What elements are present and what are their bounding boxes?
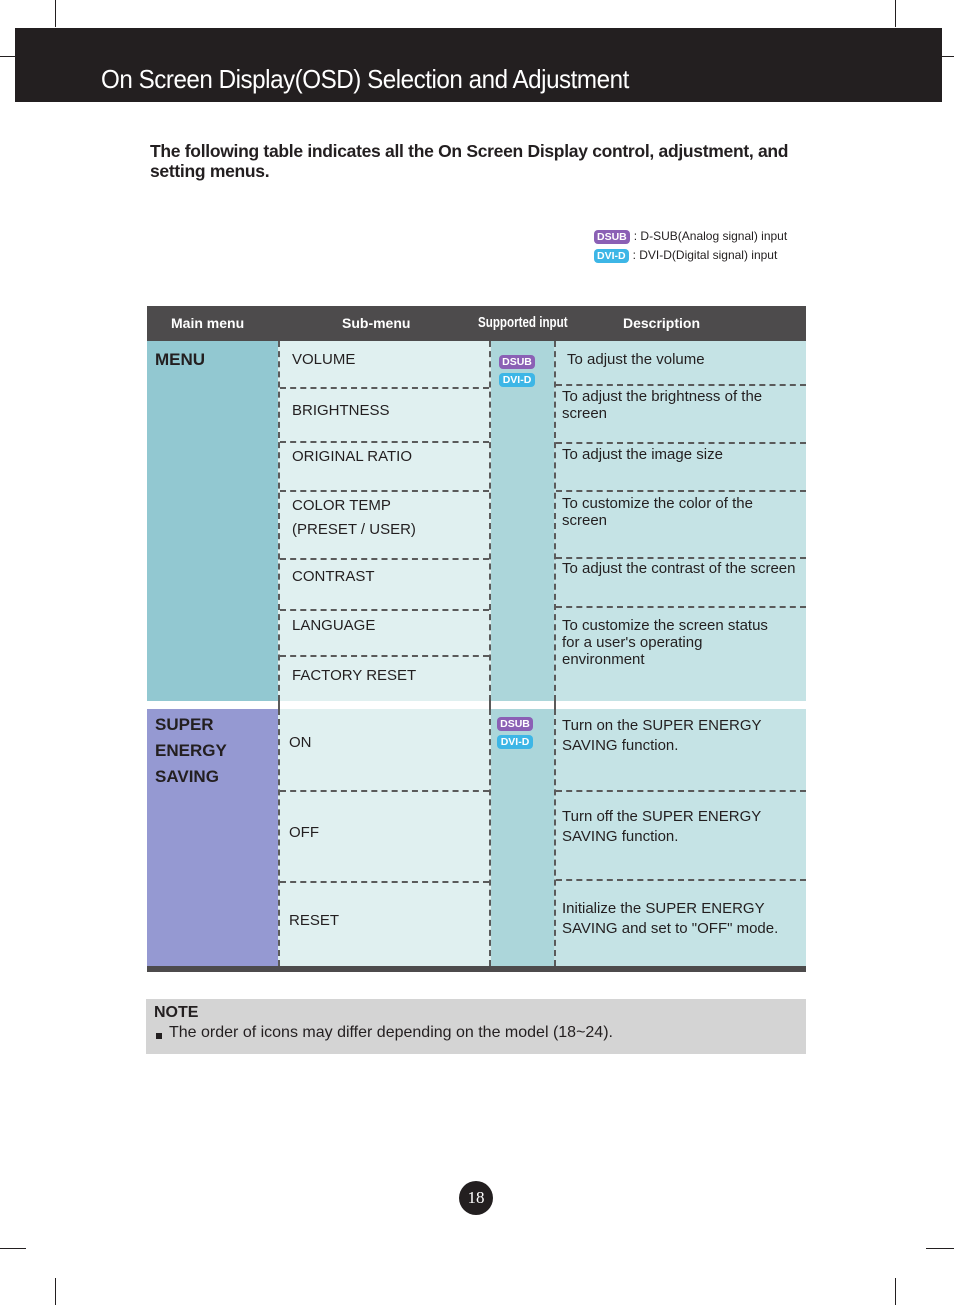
sub-menu-column: VOLUME BRIGHTNESS ORIGINAL RATIO COLOR T…: [278, 341, 491, 701]
table-row: ORIGINAL RATIO: [280, 441, 489, 490]
table-row: LANGUAGE: [280, 609, 489, 655]
description-text: To adjust the contrast of the screen: [562, 560, 796, 577]
description-text: Turn on the SUPER ENERGY SAVING function…: [562, 717, 762, 754]
sub-menu-label: LANGUAGE: [292, 617, 376, 634]
page-header: On Screen Display(OSD) Selection and Adj…: [15, 28, 942, 102]
main-menu-cell: MENU: [147, 341, 278, 701]
crop-mark: [926, 1248, 954, 1249]
legend-dsub: DSUB : D-SUB(Analog signal) input: [594, 227, 787, 246]
desc-row: Turn off the SUPER ENERGY SAVING functio…: [556, 790, 806, 879]
legend-label: : D-SUB(Analog signal) input: [633, 229, 788, 243]
dvid-badge: DVI-D: [594, 248, 629, 263]
page-title: On Screen Display(OSD) Selection and Adj…: [101, 64, 629, 94]
desc-row: To customize the screen status for a use…: [556, 606, 806, 701]
supported-input-cell: DSUB DVI-D: [491, 341, 554, 701]
sub-menu-label: VOLUME: [292, 351, 356, 368]
table-row: FACTORY RESET: [280, 655, 489, 701]
section-gap: [147, 701, 806, 709]
desc-row: To adjust the contrast of the screen: [556, 557, 806, 606]
main-menu-label-line: ENERGY: [155, 741, 227, 760]
sub-menu-label: ORIGINAL RATIO: [292, 448, 413, 465]
note-box: NOTE The order of icons may differ depen…: [146, 999, 806, 1054]
header-description: Description: [623, 315, 701, 331]
table-row: OFF: [280, 790, 489, 881]
input-legend: DSUB : D-SUB(Analog signal) input DVI-D …: [594, 227, 787, 265]
sub-menu-label: BRIGHTNESS: [292, 402, 390, 419]
legend-label: : DVI-D(Digital signal) input: [632, 248, 778, 262]
sub-menu-label: ON: [289, 734, 312, 751]
sub-menu-label: OFF: [289, 824, 319, 841]
description-text: Turn off the SUPER ENERGY SAVING functio…: [562, 808, 761, 845]
desc-row: To adjust the volume: [556, 341, 806, 384]
description-text: To adjust the image size: [562, 446, 723, 463]
main-menu-label-line: SUPER: [155, 715, 214, 734]
crop-mark: [895, 0, 896, 27]
bullet-icon: [156, 1033, 162, 1039]
sub-menu-label: RESET: [289, 912, 340, 929]
section-menu: MENU VOLUME BRIGHTNESS ORIGINAL RATIO CO…: [147, 341, 806, 701]
page-number: 18: [459, 1181, 493, 1215]
dvid-badge: DVI-D: [499, 373, 535, 387]
note-text: The order of icons may differ depending …: [169, 1024, 613, 1041]
table-row: ON: [280, 709, 489, 790]
input-badges: DSUB DVI-D: [499, 355, 535, 387]
description-text: To customize the color of the screen: [562, 495, 753, 529]
main-menu-cell: SUPER ENERGY SAVING: [147, 709, 278, 966]
header-main-menu: Main menu: [171, 315, 245, 331]
dsub-badge: DSUB: [497, 717, 533, 731]
desc-row: Turn on the SUPER ENERGY SAVING function…: [556, 709, 806, 790]
crop-mark: [895, 1278, 896, 1305]
note-item: The order of icons may differ depending …: [156, 1024, 613, 1042]
section-super-energy-saving: SUPER ENERGY SAVING ON OFF RESET DSUB DV…: [147, 709, 806, 966]
header-sub-menu: Sub-menu: [342, 315, 411, 331]
crop-mark: [0, 1248, 26, 1249]
main-menu-label: MENU: [155, 350, 206, 369]
header-supported-input: Supported input: [478, 315, 568, 331]
main-menu-label: SUPER ENERGY SAVING: [155, 712, 227, 790]
dvid-badge: DVI-D: [497, 735, 533, 749]
dsub-badge: DSUB: [499, 355, 535, 369]
sub-menu-label: COLOR TEMP: [292, 497, 391, 514]
main-menu-label-line: SAVING: [155, 767, 219, 786]
description-text: Initialize the SUPER ENERGY SAVING and s…: [562, 900, 779, 937]
crop-mark: [55, 0, 56, 27]
desc-row: To customize the color of the screen: [556, 490, 806, 557]
osd-table: Main menu Sub-menu Supported input Descr…: [147, 306, 806, 966]
description-column: Turn on the SUPER ENERGY SAVING function…: [554, 709, 806, 966]
description-text: To customize the screen status for a use…: [562, 617, 768, 668]
sub-menu-label: FACTORY RESET: [292, 667, 417, 684]
intro-text: The following table indicates all the On…: [150, 141, 789, 181]
crop-mark: [0, 56, 15, 57]
sub-menu-label: CONTRAST: [292, 568, 375, 585]
crop-mark: [55, 1278, 56, 1305]
table-row: BRIGHTNESS: [280, 387, 489, 441]
description-text: To adjust the brightness of the screen: [562, 388, 763, 422]
dsub-badge: DSUB: [594, 229, 630, 244]
table-row: RESET: [280, 881, 489, 966]
table-header: Main menu Sub-menu Supported input Descr…: [147, 306, 806, 341]
table-row: VOLUME: [280, 341, 489, 387]
sub-menu-column: ON OFF RESET: [278, 709, 491, 966]
desc-row: To adjust the brightness of the screen: [556, 384, 806, 442]
desc-row: Initialize the SUPER ENERGY SAVING and s…: [556, 879, 806, 966]
table-row: CONTRAST: [280, 558, 489, 609]
sub-menu-label-line2: (PRESET / USER): [292, 521, 416, 538]
crop-mark: [942, 56, 954, 57]
note-title: NOTE: [154, 1004, 199, 1021]
supported-input-cell: DSUB DVI-D: [491, 709, 554, 966]
table-row: COLOR TEMP (PRESET / USER): [280, 490, 489, 558]
table-bottom-bar: [147, 966, 806, 972]
legend-dvid: DVI-D : DVI-D(Digital signal) input: [594, 246, 787, 265]
desc-row: To adjust the image size: [556, 442, 806, 490]
description-column: To adjust the volume To adjust the brigh…: [554, 341, 806, 701]
input-badges: DSUB DVI-D: [497, 717, 533, 749]
description-text: To adjust the volume: [567, 351, 705, 368]
